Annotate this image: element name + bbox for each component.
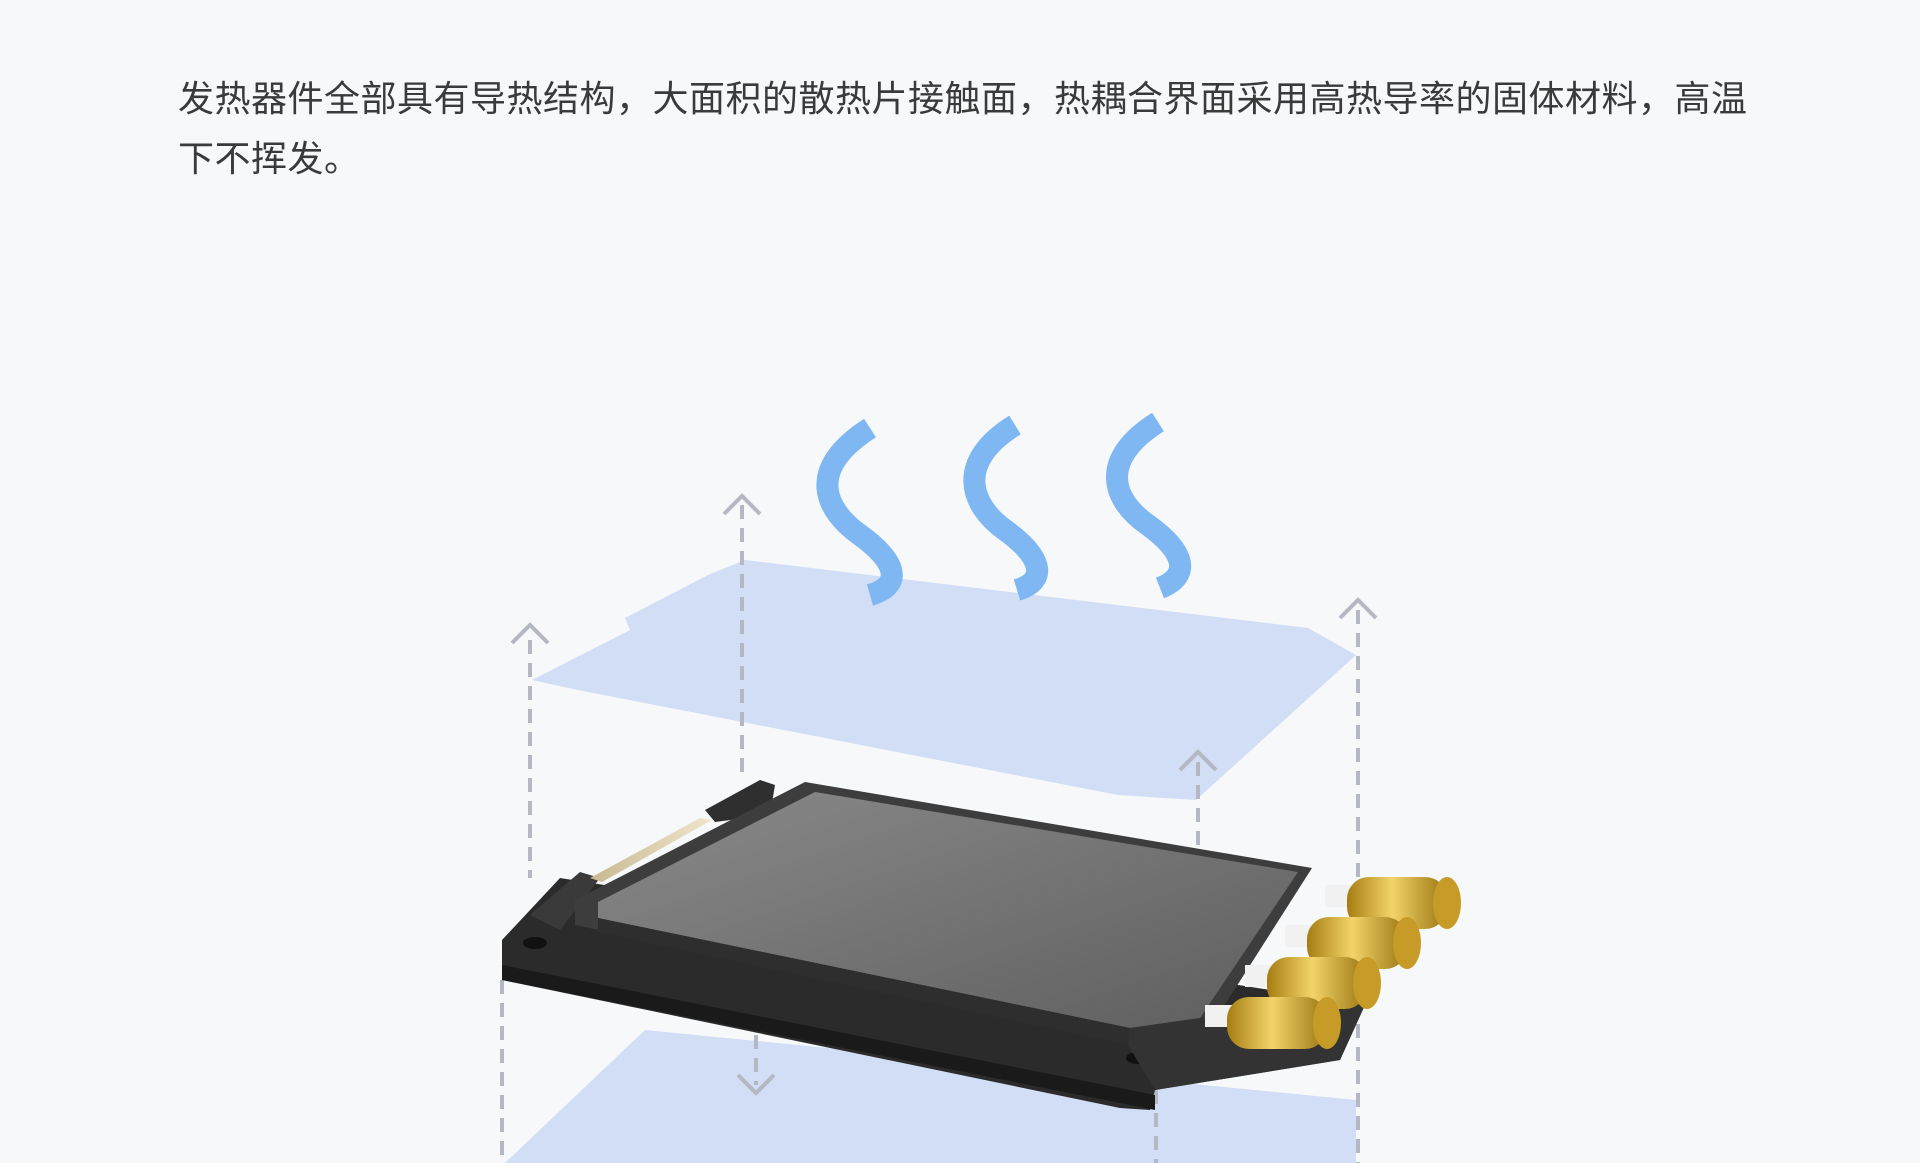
arrow-heads xyxy=(510,493,1378,772)
dashed-down-arrow-icon xyxy=(736,1035,776,1096)
sma-connector-4 xyxy=(1205,997,1341,1049)
feature-description: 发热器件全部具有导热结构，大面积的散热片接触面，热耦合界面采用高热导率的固体材料… xyxy=(178,79,1748,180)
sma-connector-1 xyxy=(1325,877,1461,929)
sma-connector-2 xyxy=(1285,917,1421,969)
sma-connector-icon xyxy=(1205,877,1461,1049)
heat-wave-1 xyxy=(816,418,903,606)
heat-wave-2 xyxy=(963,415,1049,601)
heat-waves-icon xyxy=(816,412,1192,606)
rfid-module-illustration xyxy=(502,780,1365,1110)
sma-connector-3 xyxy=(1245,957,1381,1009)
heat-wave-3 xyxy=(1106,412,1192,599)
lower-thermal-sheet xyxy=(505,1030,1356,1163)
upper-thermal-sheet xyxy=(532,560,1356,800)
